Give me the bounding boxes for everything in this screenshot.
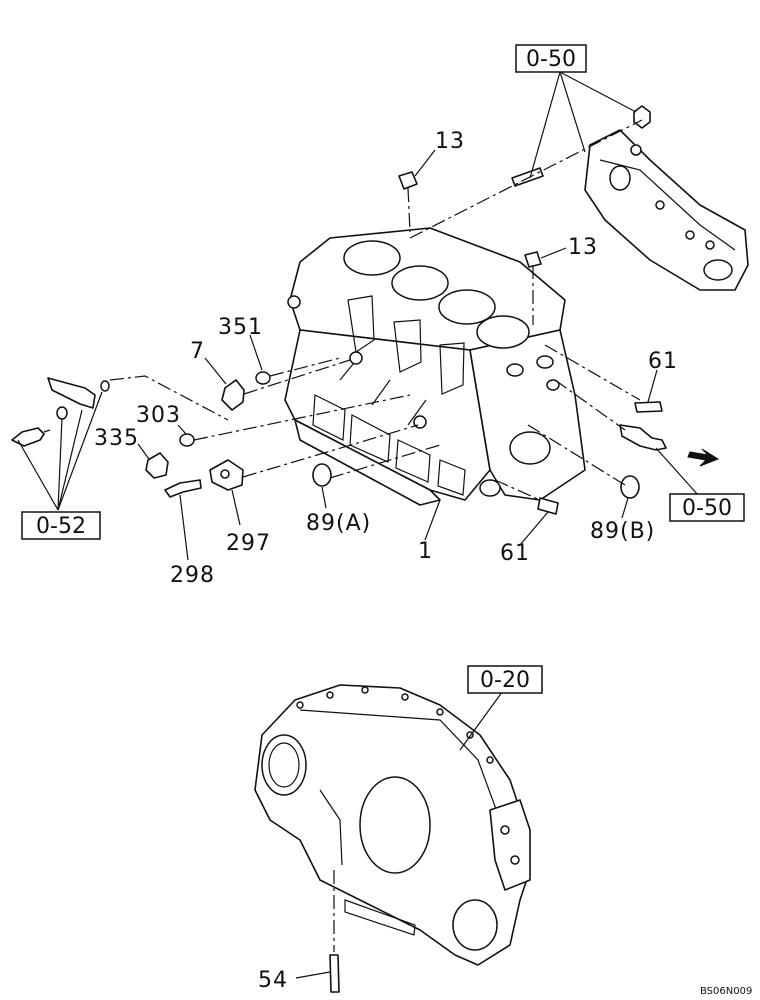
label-54: 54 — [258, 968, 288, 993]
ref-0-52-label: 0-52 — [36, 514, 86, 539]
label-298: 298 — [170, 563, 215, 588]
label-1: 1 — [418, 539, 433, 564]
label-61-lower: 61 — [500, 541, 530, 566]
plate-297 — [209, 459, 244, 491]
ref-0-20-label: 0-20 — [480, 668, 530, 693]
label-7: 7 — [190, 339, 205, 364]
flywheel-housing — [254, 684, 531, 966]
ref-box-0-50-right[interactable]: 0-50 — [669, 493, 745, 522]
leader-lines — [17, 71, 699, 561]
ref-box-0-52[interactable]: 0-52 — [21, 511, 101, 540]
plug-335 — [145, 452, 169, 479]
oil-line-fitting — [11, 377, 110, 447]
washer-351 — [255, 371, 271, 385]
stud-54 — [295, 870, 340, 993]
cylinder-block — [284, 227, 586, 506]
plug-89a — [312, 463, 332, 487]
direction-arrow-icon — [687, 448, 720, 467]
ref-0-50-top-label: 0-50 — [526, 47, 576, 72]
label-303: 303 — [136, 403, 181, 428]
dowel-61-upper — [634, 401, 663, 413]
label-61-upper: 61 — [648, 349, 678, 374]
label-13-top: 13 — [435, 129, 465, 154]
ref-0-50-right-label: 0-50 — [682, 496, 732, 521]
drawing-code: BS06N009 — [700, 986, 752, 997]
cover-stud — [511, 167, 544, 187]
oil-cooler-cover — [584, 129, 749, 291]
label-335: 335 — [94, 426, 139, 451]
cover-bolt — [633, 105, 651, 129]
plug-13-top — [398, 171, 418, 190]
dowel-61-lower — [537, 497, 559, 515]
plug-13-right — [524, 251, 542, 268]
fitting — [619, 424, 667, 451]
label-89b: 89(B) — [590, 519, 655, 544]
ref-box-0-20[interactable]: 0-20 — [467, 665, 543, 694]
bolt-298 — [164, 479, 202, 498]
leader-0-20 — [459, 687, 506, 751]
plug-89b — [620, 475, 640, 499]
ref-box-0-50-top[interactable]: 0-50 — [515, 44, 587, 73]
washer-303 — [179, 433, 195, 447]
label-13-right: 13 — [568, 235, 598, 260]
label-297: 297 — [226, 531, 271, 556]
label-351: 351 — [218, 315, 263, 340]
plug-7 — [221, 379, 245, 411]
label-89a: 89(A) — [306, 511, 371, 536]
